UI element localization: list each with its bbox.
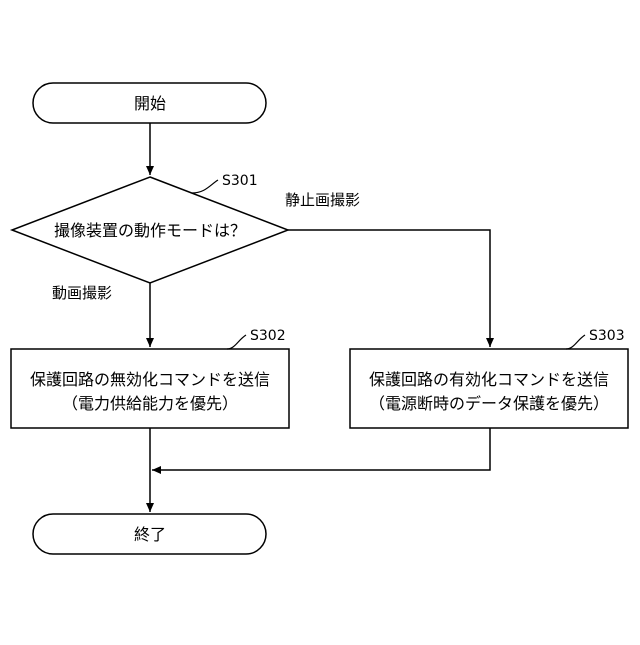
process-left-line1: 保護回路の無効化コマンドを送信	[30, 370, 270, 389]
edge-label-still-image: 静止画撮影	[285, 191, 360, 209]
step-s301-label: S301	[222, 173, 258, 189]
arrow-decision-to-right-process	[288, 230, 490, 347]
process-right-node: 保護回路の有効化コマンドを送信 （電源断時のデータ保護を優先） S303	[350, 328, 628, 428]
process-right-line1: 保護回路の有効化コマンドを送信	[369, 370, 609, 389]
start-node: 開始	[33, 83, 266, 123]
decision-label: 撮像装置の動作モードは？	[54, 221, 246, 240]
process-right-line2: （電源断時のデータ保護を優先）	[369, 394, 609, 413]
step-s303-leader	[566, 335, 585, 349]
step-s302-label: S302	[250, 328, 286, 344]
start-label: 開始	[134, 94, 166, 113]
edge-label-video: 動画撮影	[52, 284, 112, 302]
decision-node: 撮像装置の動作モードは？ S301	[12, 173, 288, 283]
process-left-line2: （電力供給能力を優先）	[62, 394, 238, 413]
arrow-right-process-to-merge	[152, 428, 490, 470]
step-s303-label: S303	[589, 328, 625, 344]
end-node: 終了	[33, 514, 266, 554]
step-s302-leader	[227, 335, 246, 349]
end-label: 終了	[134, 525, 166, 544]
step-s301-leader	[192, 180, 218, 193]
